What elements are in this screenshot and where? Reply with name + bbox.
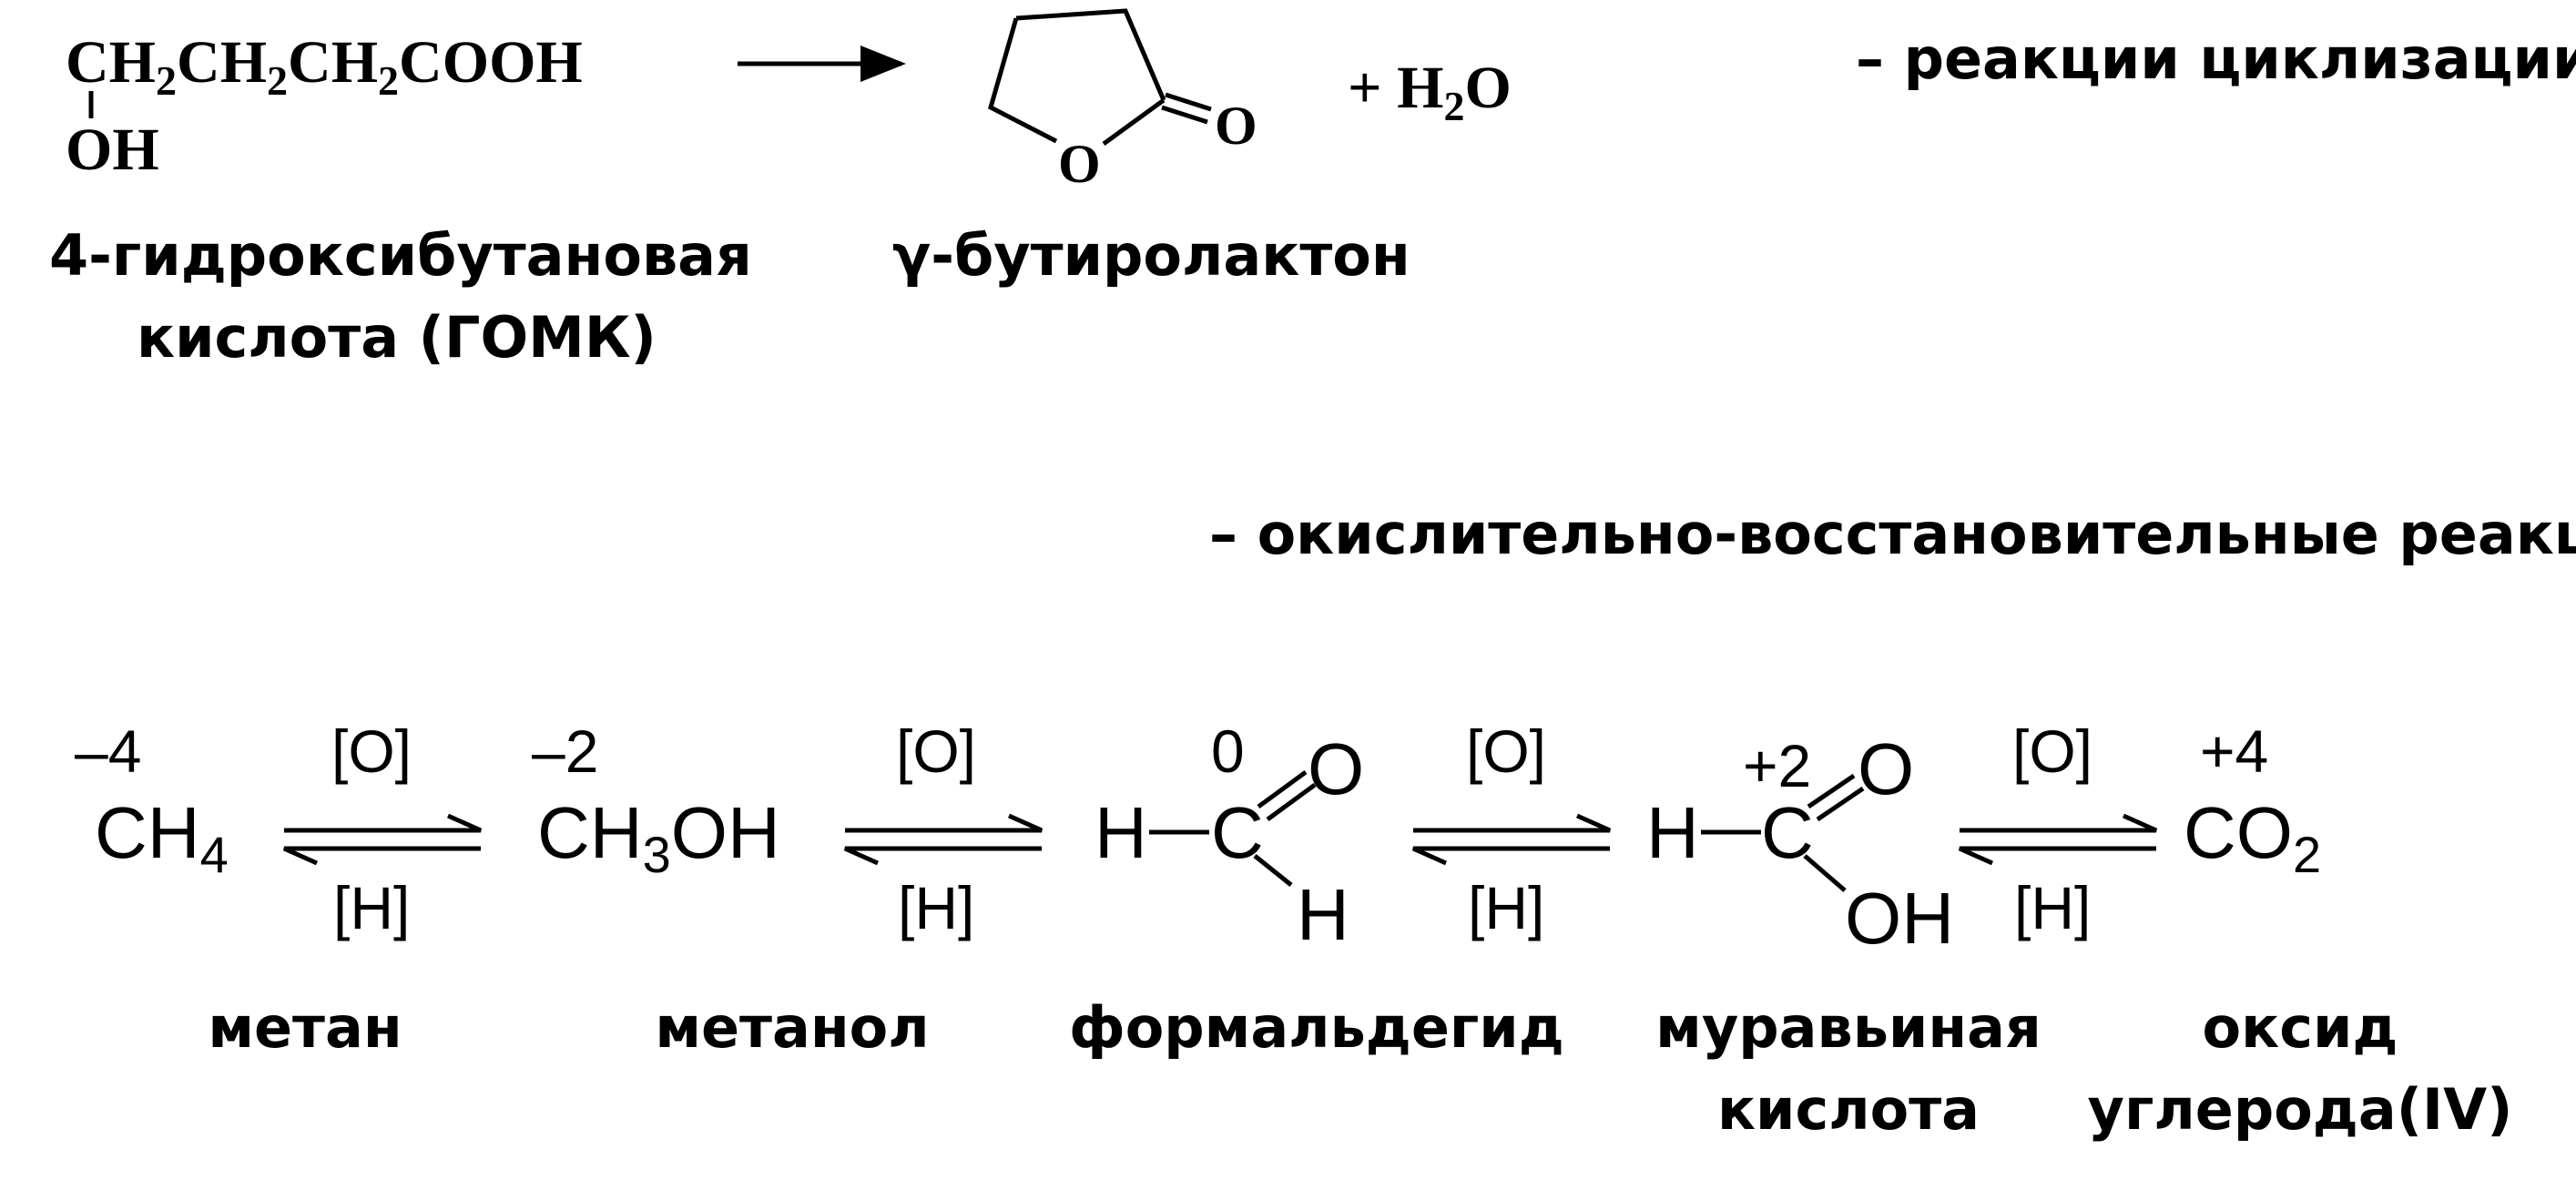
formic-acid-h-left: H (1646, 792, 1699, 873)
equilibrium-arrow-2: [O] [H] (843, 717, 1044, 941)
equilibrium-arrow-3: [O] [H] (1411, 717, 1612, 941)
reactant-oh: OH (66, 117, 159, 183)
name-methane: метан (208, 994, 402, 1061)
formaldehyde-co-bond-2 (1266, 782, 1317, 822)
name-formic-acid-line1: муравьиная (1655, 994, 2041, 1061)
oxidant-label: [O] (2012, 717, 2092, 785)
formic-acid-carbon: C (1761, 792, 1814, 873)
ring-bonds-top (1015, 8, 1166, 101)
equilibrium-arrow-4: [O] [H] (1958, 717, 2158, 941)
reactant-formula: CH2CH2CH2COOH (66, 29, 583, 104)
formaldehyde-co-bond-1 (1257, 769, 1308, 809)
carbonyl-oxygen: O (1215, 96, 1257, 156)
formic-acid-c-oh-bond (1803, 854, 1847, 892)
forward-arrow (1960, 813, 2158, 833)
name-co2-line1: оксид (2203, 994, 2398, 1061)
formaldehyde-carbon: C (1211, 792, 1264, 873)
formic-acid-structure: H C O OH (1646, 728, 1954, 959)
methane-formula: CH4 (95, 792, 229, 883)
ring-oxygen: O (1058, 134, 1101, 194)
redox-chain: –4 –2 0 +2 +4 CH4 CH3OH H C O H H C O (75, 717, 2512, 1143)
formaldehyde-h-bottom: H (1297, 874, 1349, 955)
oxidation-state-methanol: –2 (532, 717, 598, 785)
carbonyl-bond-1 (1165, 92, 1212, 112)
reductant-label: [H] (898, 874, 974, 941)
name-formaldehyde: формальдегид (1069, 994, 1564, 1061)
oxidation-state-methane: –4 (75, 717, 141, 785)
carbonyl-bond-2 (1161, 105, 1208, 125)
product-name: γ-бутиролактон (892, 222, 1410, 289)
methanol-formula: CH3OH (537, 792, 780, 883)
reverse-arrow (282, 846, 481, 866)
butyrolactone-structure: O O (988, 8, 1257, 194)
formic-acid-hydroxyl: OH (1845, 878, 1954, 959)
cyclization-type-label: – реакции циклизации (1856, 25, 2576, 92)
cyclization-reaction: CH2CH2CH2COOH OH O O + H2O – реакции цик… (49, 8, 2576, 371)
oxidation-state-co2: +4 (2200, 717, 2268, 785)
formaldehyde-structure: H C O H (1095, 728, 1364, 955)
redox-type-label: – окислительно-восстановительные реакции (1209, 501, 2576, 567)
oxidation-state-formic-acid: +2 (1743, 732, 1811, 799)
name-methanol: метанол (655, 994, 929, 1061)
reverse-arrow (843, 846, 1042, 866)
equilibrium-arrow-1: [O] [H] (282, 717, 483, 941)
co2-formula: CO2 (2184, 792, 2321, 883)
reductant-label: [H] (333, 874, 410, 941)
formic-acid-co-bond-1 (1807, 773, 1856, 809)
ring-bonds-left (988, 17, 1058, 144)
formaldehyde-h-left: H (1095, 792, 1147, 873)
formic-acid-co-bond-2 (1816, 786, 1865, 822)
reactant-name-line2: кислота (ГОМК) (137, 304, 657, 371)
oxidant-label: [O] (331, 717, 412, 785)
oxidant-label: [O] (1466, 717, 1546, 785)
oxidation-state-formaldehyde: 0 (1211, 717, 1245, 785)
formic-acid-oxygen: O (1858, 728, 1914, 809)
formaldehyde-c-h-bond (1253, 854, 1293, 887)
reductant-label: [H] (1468, 874, 1544, 941)
forward-arrow (284, 813, 483, 833)
water-product: + H2O (1348, 55, 1512, 129)
forward-arrow (1413, 813, 1612, 833)
forward-arrow (845, 813, 1044, 833)
reactant-name-line1: 4-гидроксибутановая (49, 222, 752, 289)
formaldehyde-oxygen: O (1308, 728, 1364, 809)
reductant-label: [H] (2014, 874, 2091, 941)
reverse-arrow (1411, 846, 1610, 866)
reverse-arrow (1958, 846, 2156, 866)
ring-bond-o-c (1102, 97, 1166, 147)
name-formic-acid-line2: кислота (1717, 1076, 1980, 1143)
name-co2-line2: углерода(IV) (2088, 1076, 2513, 1143)
oxidant-label: [O] (896, 717, 976, 785)
